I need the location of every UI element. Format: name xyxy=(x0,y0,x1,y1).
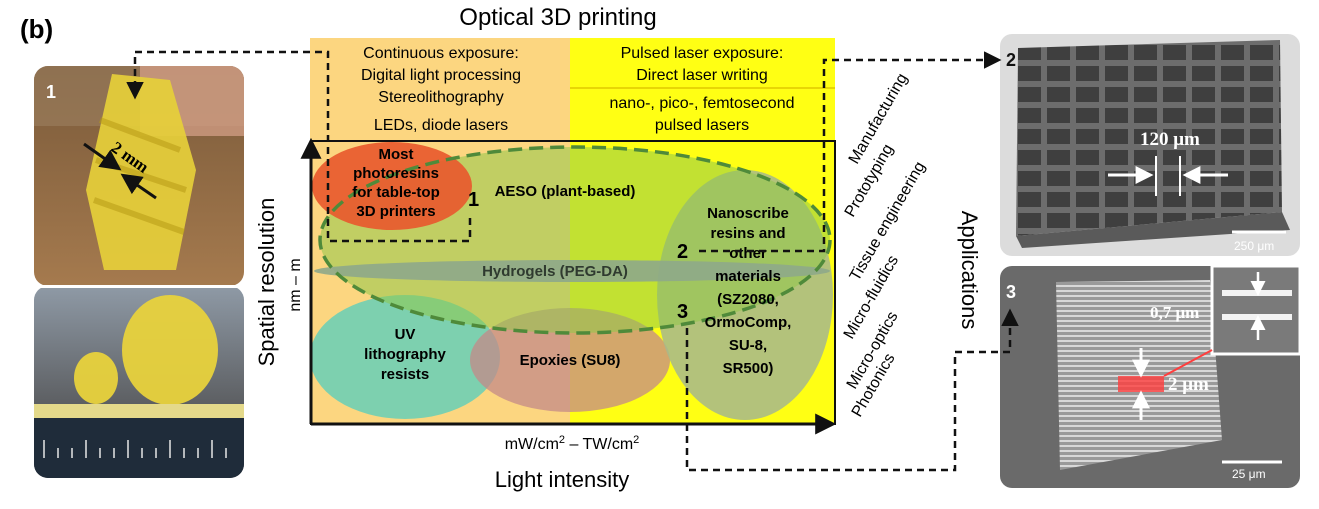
photo-2-number: 2 xyxy=(1006,50,1016,70)
x-axis-label: Light intensity xyxy=(495,467,630,492)
photo-3: 3 0,7 μm 2 μm 25 μm xyxy=(1000,264,1302,488)
column-continuous-heading: Continuous exposure: Digital light proce… xyxy=(361,45,521,134)
label-hydrogels: Hydrogels (PEG-DA) xyxy=(482,263,628,280)
panel-label: (b) xyxy=(20,14,53,44)
region-hydrogels xyxy=(314,260,830,282)
column-pulsed-sources-2: pulsed lasers xyxy=(655,117,749,134)
applications-list: Manufacturing Prototyping Tissue enginee… xyxy=(841,71,929,420)
svg-text:(SZ2080,: (SZ2080, xyxy=(717,291,779,308)
connector-1 xyxy=(126,50,472,243)
photo-3-scalebar-label: 25 μm xyxy=(1232,467,1266,481)
column-pulsed-sources-1: nano-, pico-, femtosecond xyxy=(610,95,795,112)
photo-3-number: 3 xyxy=(1006,282,1016,302)
marker-1: 1 xyxy=(468,189,479,211)
svg-text:SR500): SR500) xyxy=(723,360,774,377)
applications-title: Applications xyxy=(957,211,982,330)
photo-1: 1 2 mm xyxy=(34,66,244,478)
photo-2-dimension: 120 μm xyxy=(1140,129,1200,150)
label-uv-resists: UV lithography resists xyxy=(364,326,446,383)
svg-text:Pulsed laser exposure:: Pulsed laser exposure: xyxy=(621,45,784,62)
svg-text:Nanoscribe: Nanoscribe xyxy=(707,205,789,222)
region-uv-resists xyxy=(310,295,500,419)
svg-text:OrmoComp,: OrmoComp, xyxy=(705,314,792,331)
svg-text:materials: materials xyxy=(715,268,781,285)
region-aeso-outline xyxy=(318,145,832,335)
label-aeso: AESO (plant-based) xyxy=(495,183,636,200)
y-axis-label: Spatial resolution xyxy=(254,198,279,367)
column-pulsed-heading: Pulsed laser exposure: Direct laser writ… xyxy=(610,45,795,134)
y-axis-range: nm – m xyxy=(287,258,304,311)
photo-3-inset-dimension: 0,7 μm xyxy=(1150,303,1199,322)
svg-text:lithography: lithography xyxy=(364,346,446,363)
photo-1-number: 1 xyxy=(46,82,56,102)
photo-2-scalebar-label: 250 μm xyxy=(1234,239,1274,253)
svg-text:Digital light processing: Digital light processing xyxy=(361,67,521,84)
svg-text:other: other xyxy=(729,245,767,262)
photo-1-dimension-arrow-a xyxy=(83,142,122,171)
plot-frame-top-right xyxy=(310,140,836,425)
column-continuous-sources: LEDs, diode lasers xyxy=(374,117,508,134)
photo-3-dimension: 2 μm xyxy=(1168,374,1209,395)
figure-title: Optical 3D printing xyxy=(459,4,656,31)
connector-3 xyxy=(685,308,1019,472)
svg-text:Most: Most xyxy=(379,146,414,163)
label-epoxies: Epoxies (SU8) xyxy=(520,352,621,369)
svg-text:resins and: resins and xyxy=(710,225,785,242)
svg-text:SU-8,: SU-8, xyxy=(729,337,767,354)
region-epoxies xyxy=(470,308,670,412)
photo-1-dimension-arrow-b xyxy=(120,173,157,200)
photo-2: 2 120 μm 250 μm xyxy=(1000,34,1300,256)
marker-2: 2 xyxy=(677,241,688,263)
label-nanoscribe: Nanoscribe resins and other materials (S… xyxy=(705,205,792,377)
svg-text:for table-top: for table-top xyxy=(352,184,440,201)
svg-text:Stereolithography: Stereolithography xyxy=(378,89,503,106)
svg-text:resists: resists xyxy=(381,366,429,383)
connector-2 xyxy=(699,51,1002,253)
svg-text:Continuous exposure:: Continuous exposure: xyxy=(363,45,519,62)
svg-text:Direct laser writing: Direct laser writing xyxy=(636,67,768,84)
svg-text:3D printers: 3D printers xyxy=(356,203,435,220)
label-photoresins: Most photoresins for table-top 3D printe… xyxy=(352,146,440,220)
svg-text:UV: UV xyxy=(395,326,416,343)
svg-text:photoresins: photoresins xyxy=(353,165,439,182)
marker-3: 3 xyxy=(677,301,688,323)
x-axis-range: mW/cm2 – TW/cm2 xyxy=(505,434,640,453)
photo-3-inset xyxy=(1210,264,1302,356)
